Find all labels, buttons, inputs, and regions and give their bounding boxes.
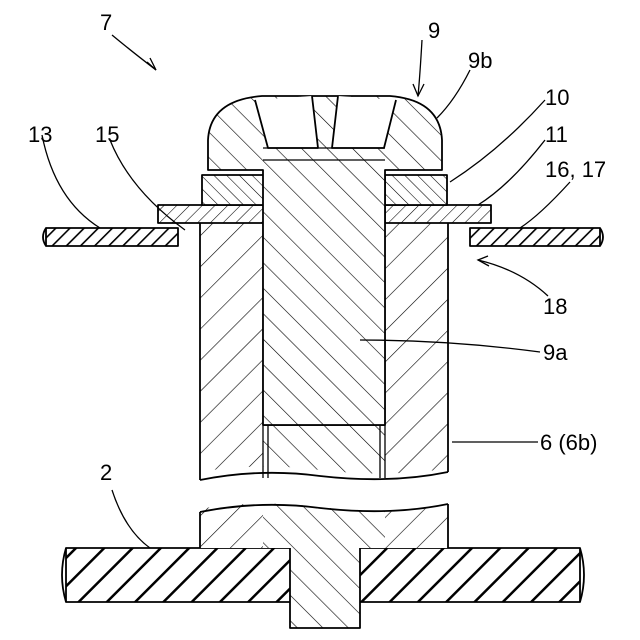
- label-screw-shank: 9a: [543, 340, 568, 365]
- label-part-2: 2: [100, 460, 112, 485]
- left-panel-plate: [43, 228, 178, 246]
- label-screw-head: 9b: [468, 48, 492, 73]
- stud-pin: [290, 548, 360, 628]
- label-part-16-17: 16, 17: [545, 157, 606, 182]
- label-part-6: 6 (6b): [540, 430, 597, 455]
- label-part-11: 11: [545, 122, 568, 147]
- label-part-15: 15: [95, 122, 119, 147]
- label-screw: 9: [428, 18, 440, 43]
- label-part-18: 18: [543, 294, 567, 319]
- label-part-13: 13: [28, 122, 52, 147]
- right-panel-plate: [470, 228, 603, 246]
- label-assembly: 7: [100, 10, 112, 35]
- label-part-10: 10: [545, 85, 569, 110]
